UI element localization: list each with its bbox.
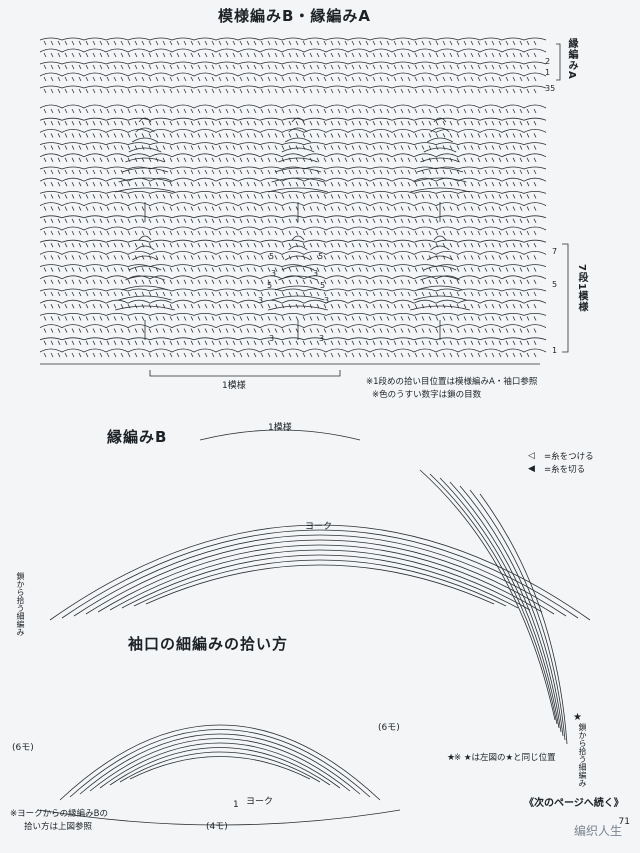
chain-count: 3 xyxy=(313,269,319,278)
legend-join: =糸をつける xyxy=(544,452,594,462)
row-mark-5: 5 xyxy=(552,280,558,289)
six-mo-right: (6モ) xyxy=(378,723,400,733)
row-mark-2: 2 xyxy=(545,57,551,66)
pick-left-vertical: 鎖から拾う細編み xyxy=(16,572,25,636)
yoke-cuff-label: ヨーク xyxy=(246,797,274,807)
chain-count: 3 xyxy=(324,296,330,305)
main-title: 模様編みB・縁編みA xyxy=(218,7,372,25)
star-note: ※ ★は左図の★と同じ位置 xyxy=(454,753,556,763)
page-number: 71 xyxy=(618,817,630,827)
chain-count: 5 xyxy=(267,281,273,290)
chain-count: 5 xyxy=(269,252,275,261)
top-pattern-chart xyxy=(39,37,569,377)
four-mo: (4モ) xyxy=(206,822,228,832)
one-pattern-label: 1模様 xyxy=(222,381,246,391)
next-page-label: 《次のページへ続く》 xyxy=(524,798,624,809)
edge-a-vertical-label: 縁編みA xyxy=(566,38,577,80)
join-arrow-icon: ◁ xyxy=(528,451,535,461)
chain-count: 3 xyxy=(319,334,325,343)
yoke-note-1: ※ヨークからの縁編みBの xyxy=(10,809,108,819)
chain-count: 5 xyxy=(320,281,326,290)
cuff-title: 袖口の細編みの拾い方 xyxy=(128,635,289,653)
one-pattern-label-b: 1模様 xyxy=(268,423,292,433)
six-mo-left: (6モ) xyxy=(12,743,34,753)
one-cuff-label: 1 xyxy=(233,800,239,810)
row-mark-1-bottom: 1 xyxy=(552,346,558,355)
star-icon: ★ xyxy=(573,712,582,723)
pick-right-vertical: 鎖から拾う細編み xyxy=(578,723,587,787)
row-mark-35: 35 xyxy=(545,84,556,93)
watermark: 编织人生 xyxy=(573,824,622,838)
yoke-note-2: 拾い方は上図参照 xyxy=(24,822,93,832)
yoke-label: ヨーク xyxy=(305,522,333,532)
note-light-numbers: ※色のうすい数字は鎖の目数 xyxy=(372,390,482,400)
row-mark-7: 7 xyxy=(552,247,558,256)
seven-rows-label: 7段1模様 xyxy=(576,264,587,313)
cut-arrow-icon: ◀ xyxy=(528,464,535,474)
row-mark-1: 1 xyxy=(545,68,551,77)
note-first-row: ※1段めの拾い目位置は模様編みA・袖口参照 xyxy=(366,377,538,387)
chain-count: 3 xyxy=(258,296,264,305)
chain-count: 5 xyxy=(318,252,324,261)
legend-cut: =糸を切る xyxy=(544,465,586,475)
edge-arcs xyxy=(49,469,591,801)
chain-count: 3 xyxy=(271,269,277,278)
chain-count: 3 xyxy=(269,334,275,343)
edge-b-title: 縁編みB xyxy=(107,428,168,446)
misc-lines xyxy=(39,429,401,826)
star-icon-note: ★ xyxy=(447,753,456,763)
